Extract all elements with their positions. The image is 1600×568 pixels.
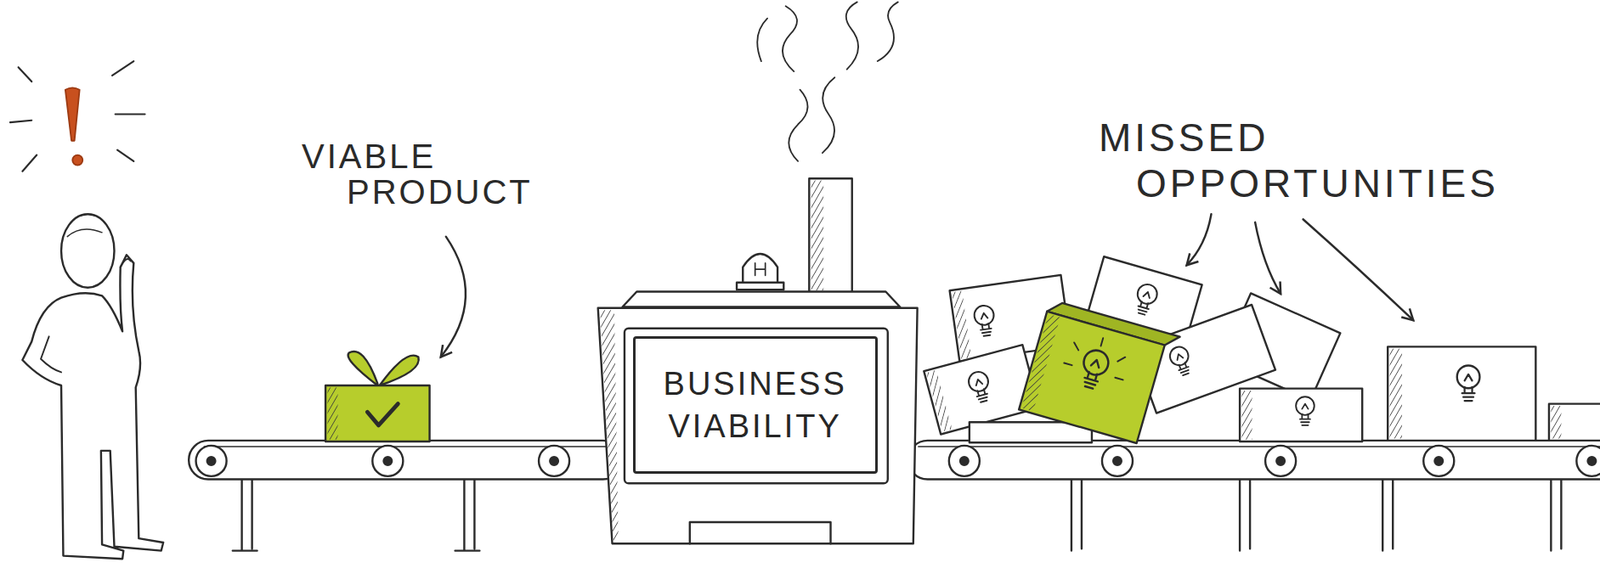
roller-axle xyxy=(384,457,393,466)
idea-box xyxy=(1387,346,1536,441)
person-face-line xyxy=(67,229,102,238)
conveyor-left xyxy=(188,440,622,552)
roller-axles xyxy=(960,457,1596,466)
alert-bar xyxy=(65,87,80,141)
gift-check xyxy=(367,404,398,426)
roller xyxy=(538,446,570,477)
callout-label: MISSED OPPORTUNITIES xyxy=(1098,114,1541,207)
conveyor-belt xyxy=(188,440,622,481)
gift-bow xyxy=(348,351,379,386)
leader-arrow xyxy=(440,237,466,358)
roller-axle xyxy=(207,457,216,466)
panel-text: BUSINESS VIABILITY xyxy=(635,362,876,448)
callout-label: VIABLE PRODUCT xyxy=(301,138,557,210)
machine-shade xyxy=(599,310,619,541)
conveyor-legs xyxy=(1071,480,1561,552)
machine-base xyxy=(689,522,832,544)
machine-lid xyxy=(622,292,901,308)
belt-line xyxy=(918,446,1600,447)
conveyor-right xyxy=(908,440,1600,552)
roller xyxy=(372,446,403,477)
idea-box-highlight xyxy=(1018,299,1180,447)
idea-box xyxy=(1239,389,1363,442)
gift-shade xyxy=(327,387,338,440)
person-arm-lines xyxy=(40,259,131,373)
roller-axle xyxy=(549,457,559,466)
machine-panel: BUSINESS VIABILITY xyxy=(633,336,878,475)
alert-rays xyxy=(10,61,146,172)
panel-frame xyxy=(624,328,888,485)
leader-arrow xyxy=(1303,219,1414,321)
person-body xyxy=(22,254,164,560)
machine-body xyxy=(598,308,918,544)
machine xyxy=(598,178,918,544)
conveyor-legs xyxy=(232,480,481,552)
alert-dot xyxy=(72,155,83,166)
sketch xyxy=(10,1,1600,560)
chimney-shade xyxy=(811,180,824,292)
person xyxy=(22,214,164,560)
light-base xyxy=(736,282,784,290)
gift-bow xyxy=(379,356,419,386)
alert-symbol xyxy=(10,61,146,172)
idea-box xyxy=(1549,404,1600,441)
roller xyxy=(196,446,227,477)
gift-body xyxy=(325,385,430,442)
machine-light xyxy=(742,254,778,284)
opportunity-boxes xyxy=(923,256,1600,447)
leader-arrow xyxy=(1255,222,1281,294)
light-mark xyxy=(755,263,766,276)
smoke xyxy=(757,1,899,161)
conveyor-belt xyxy=(908,440,1600,481)
leader-arrow xyxy=(1187,214,1212,266)
person-head xyxy=(61,214,114,288)
idea-box xyxy=(923,344,1040,435)
gift-box xyxy=(325,351,430,442)
chimney xyxy=(808,178,852,294)
